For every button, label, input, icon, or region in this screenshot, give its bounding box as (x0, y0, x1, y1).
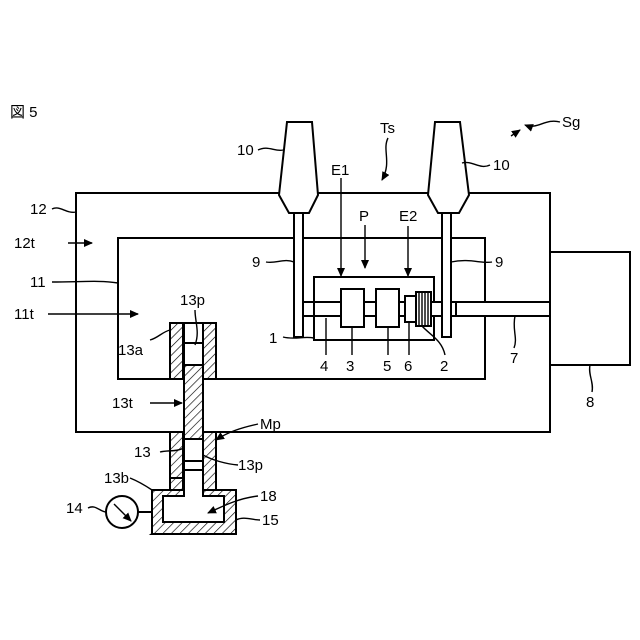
label-13p-bottom: 13p (238, 457, 263, 474)
label-10-left: 10 (237, 142, 254, 159)
plug-13p-bottom (184, 439, 203, 461)
label-18: 18 (260, 488, 277, 505)
shaft-7 (456, 302, 550, 316)
label-13a: 13a (118, 342, 144, 359)
label-7: 7 (510, 350, 518, 367)
label-8: 8 (586, 394, 594, 411)
figure-title: 図 5 (10, 104, 38, 121)
label-Ts: Ts (380, 120, 395, 137)
pipe-13t-core (184, 365, 203, 439)
pipe-13a-wall-right (203, 323, 216, 379)
label-5: 5 (383, 358, 391, 375)
label-12t: 12t (14, 235, 36, 252)
external-unit-8 (550, 252, 630, 365)
label-P: P (359, 208, 369, 225)
element-5 (376, 289, 399, 327)
label-10-right: 10 (493, 157, 510, 174)
pipe-13a-wall-left (170, 323, 183, 379)
label-E2: E2 (399, 208, 417, 225)
label-9-right: 9 (495, 254, 503, 271)
element-6 (405, 296, 416, 322)
label-Mp: Mp (260, 416, 281, 433)
element-2 (416, 292, 431, 326)
handle-10-left (279, 122, 318, 213)
label-15: 15 (262, 512, 279, 529)
label-13b: 13b (104, 470, 129, 487)
label-1: 1 (269, 330, 277, 347)
label-6: 6 (404, 358, 412, 375)
element-3 (341, 289, 364, 327)
plug-13p-top (184, 343, 203, 365)
label-3: 3 (346, 358, 354, 375)
rod-9-right (442, 213, 451, 337)
label-Sg: Sg (562, 114, 580, 131)
label-11t: 11t (14, 306, 35, 323)
label-2: 2 (440, 358, 448, 375)
label-9-left: 9 (252, 254, 260, 271)
label-4: 4 (320, 358, 328, 375)
handle-10-right (428, 122, 469, 213)
label-E1: E1 (331, 162, 349, 179)
label-12: 12 (30, 201, 47, 218)
label-14: 14 (66, 500, 83, 517)
label-11: 11 (30, 274, 46, 291)
label-13t: 13t (112, 395, 134, 412)
label-13p-top: 13p (180, 292, 205, 309)
rod-9-left (294, 213, 303, 337)
label-13: 13 (134, 444, 151, 461)
pipe-13b-wall-right (203, 432, 216, 490)
